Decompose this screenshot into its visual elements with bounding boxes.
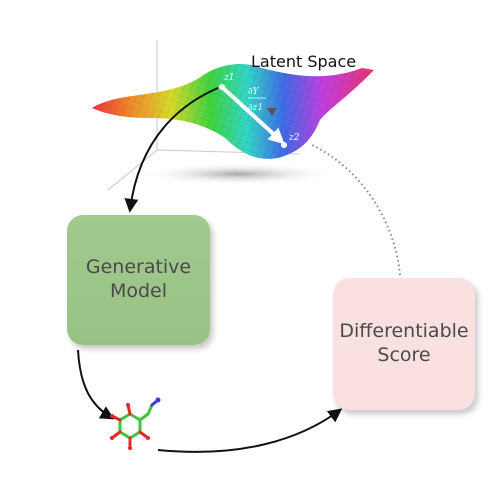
generative-model-label: Generative Model: [85, 256, 192, 302]
generative-model-box: Generative Model: [67, 215, 210, 345]
z1-label: z1: [223, 73, 234, 83]
arrow-molecule-to-score: [157, 408, 343, 453]
latent-surface: [92, 64, 374, 159]
arrow-model-to-molecule: [77, 349, 115, 420]
arrow-latent-to-model: [124, 87, 219, 213]
molecule-icon: [110, 397, 161, 450]
point-z1: [219, 84, 225, 90]
gradient-denominator: ∂z1: [248, 103, 263, 113]
gradient-arrow: [220, 85, 285, 145]
z2-label: z2: [288, 133, 300, 143]
descent-marker: [267, 108, 277, 116]
arrow-score-to-latent: [311, 144, 401, 276]
gradient-numerator: ∂Y: [248, 87, 260, 97]
differentiable-score-box: Differentiable Score: [333, 278, 475, 410]
surface-shadow: [138, 163, 338, 185]
latent-space-title: Latent Space: [251, 52, 356, 71]
point-z2: [281, 142, 287, 148]
differentiable-score-label: Differentiable Score: [339, 320, 469, 366]
